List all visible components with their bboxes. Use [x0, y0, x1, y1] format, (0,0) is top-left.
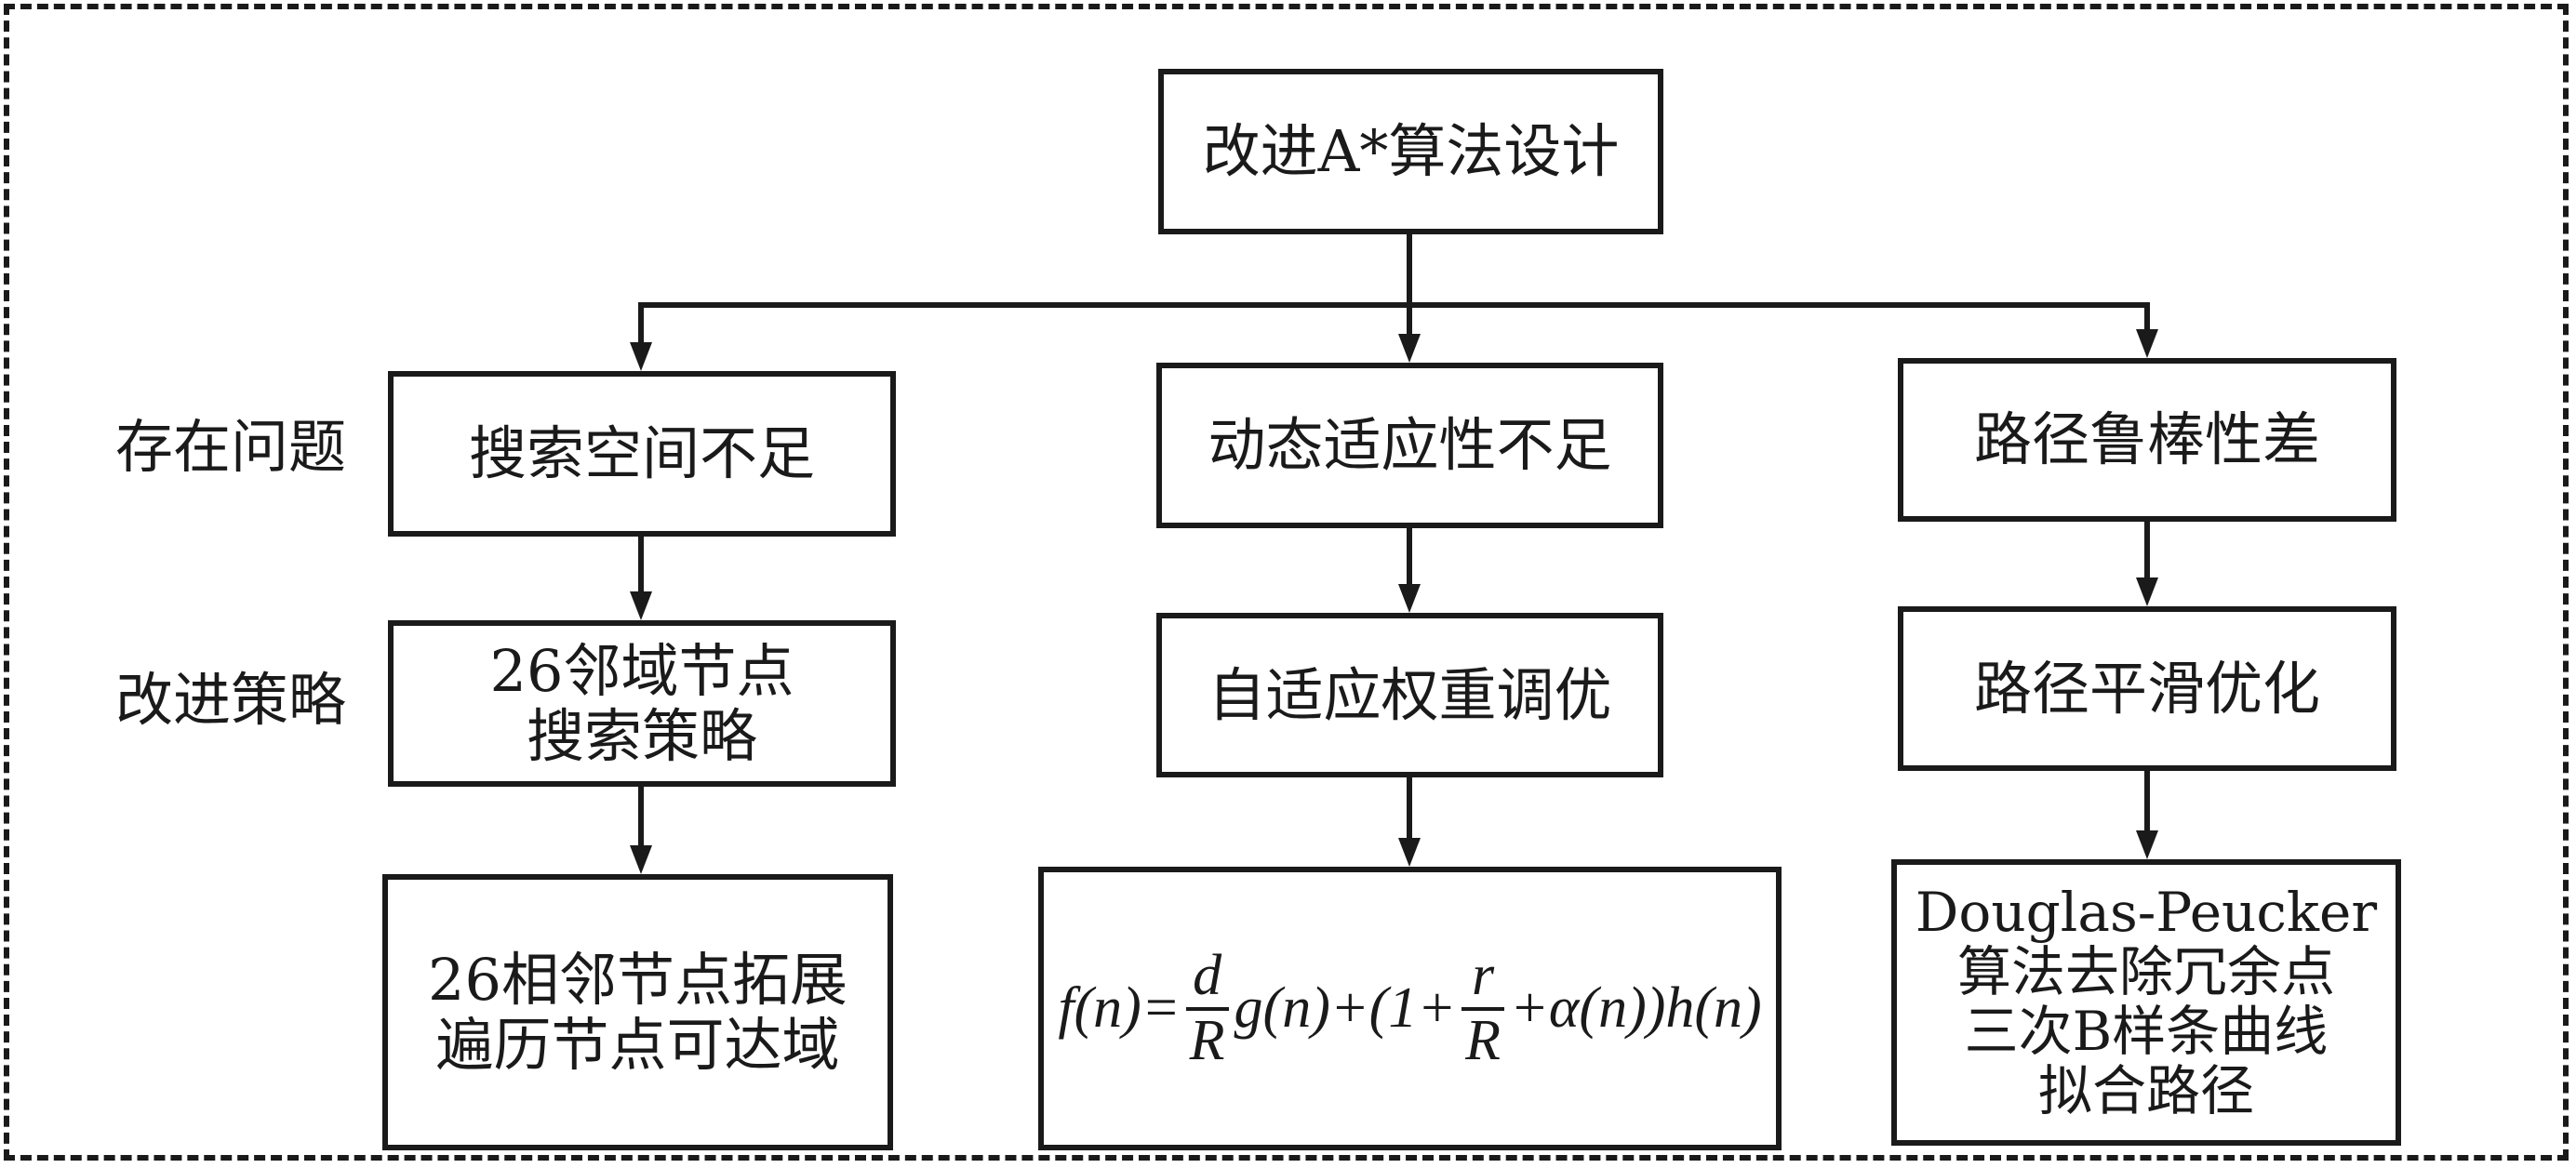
col3-strategy-text: 路径平滑优化 [1973, 654, 2320, 723]
col1-detail-text: 26相邻节点拓展 遍历节点可达域 [428, 946, 848, 1079]
title-box-text: 改进A*算法设计 [1202, 117, 1620, 185]
title-box: 改进A*算法设计 [1158, 69, 1663, 234]
col2-formula-box: f(n)= d R g(n)+(1+ r R +α(n))h(n) [1038, 867, 1782, 1150]
col3-detail-text: Douglas-Peucker 算法去除冗余点 三次B样条曲线 拟合路径 [1915, 881, 2378, 1122]
col2-strategy-text: 自适应权重调优 [1208, 660, 1612, 729]
formula-frac2-denominator: R [1465, 1008, 1502, 1072]
col3-problem-box: 路径鲁棒性差 [1898, 358, 2396, 522]
cost-function-formula: f(n)= d R g(n)+(1+ r R +α(n))h(n) [1058, 946, 1761, 1070]
formula-frac1-numerator: d [1193, 944, 1222, 1008]
formula-lhs: f(n)= [1058, 976, 1181, 1040]
col2-strategy-box: 自适应权重调优 [1156, 613, 1663, 777]
formula-term2: +α(n))h(n) [1510, 976, 1762, 1040]
col1-problem-box: 搜索空间不足 [388, 371, 896, 537]
formula-term1: g(n)+(1+ [1234, 976, 1457, 1040]
fraction-bar [1185, 1006, 1229, 1011]
formula-frac1-denominator: R [1189, 1008, 1225, 1072]
col1-problem-text: 搜索空间不足 [468, 419, 815, 487]
formula-fraction-d-over-r: d R [1185, 944, 1229, 1072]
col2-problem-text: 动态适应性不足 [1208, 411, 1612, 479]
row-label-problem: 存在问题 [115, 413, 347, 481]
col3-strategy-box: 路径平滑优化 [1898, 606, 2396, 771]
col2-problem-box: 动态适应性不足 [1156, 363, 1663, 528]
formula-frac2-numerator: r [1472, 944, 1495, 1008]
dashed-outer-frame [4, 4, 2569, 1161]
col3-detail-box: Douglas-Peucker 算法去除冗余点 三次B样条曲线 拟合路径 [1891, 859, 2401, 1146]
formula-fraction-r-over-r: r R [1462, 944, 1505, 1072]
fraction-bar [1462, 1006, 1505, 1011]
col1-detail-box: 26相邻节点拓展 遍历节点可达域 [382, 874, 893, 1150]
col1-strategy-box: 26邻域节点 搜索策略 [388, 620, 896, 787]
col3-problem-text: 路径鲁棒性差 [1973, 405, 2320, 473]
row-label-strategy: 改进策略 [115, 666, 347, 734]
col1-strategy-text: 26邻域节点 搜索策略 [489, 637, 794, 770]
